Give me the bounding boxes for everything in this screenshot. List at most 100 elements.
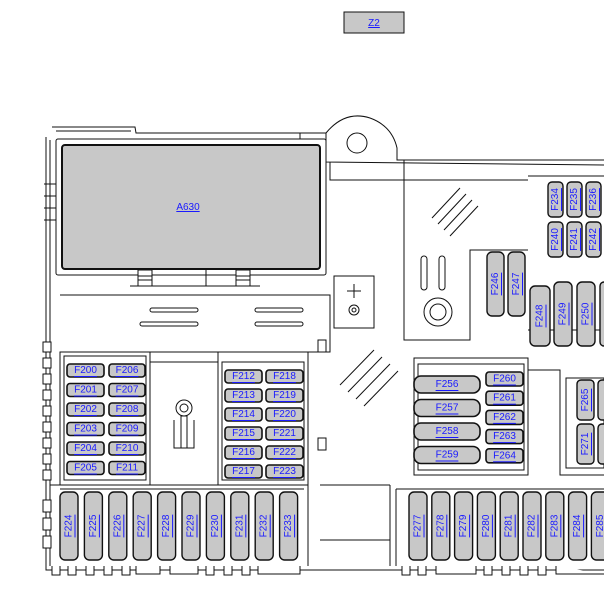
fuse-f280-label[interactable]: F280 [481, 514, 492, 537]
fuse-f211-body[interactable] [108, 460, 146, 476]
fuse-f279-body[interactable] [453, 491, 474, 561]
fuse-f236-body[interactable] [585, 181, 602, 218]
fuse-f246[interactable]: F246 [486, 251, 505, 317]
fuse-f225-label[interactable]: F225 [88, 514, 99, 537]
fuse-f249[interactable]: F249 [553, 281, 573, 347]
fuse-f256-label[interactable]: F256 [436, 379, 459, 390]
fuse-f214-body[interactable] [224, 407, 263, 422]
fuse-f285-label[interactable]: F285 [595, 514, 604, 537]
fuse-f235-label[interactable]: F235 [569, 188, 580, 211]
fuse-f256-body[interactable] [413, 375, 481, 394]
fuse-f234[interactable]: F234 [547, 181, 564, 218]
fuse-f231-body[interactable] [230, 491, 250, 561]
fuse-f277-body[interactable] [408, 491, 428, 561]
fuse-f230[interactable]: F230 [205, 491, 226, 561]
fuse-f258[interactable]: F258 [413, 422, 481, 441]
fuse-f284[interactable]: F284 [567, 491, 588, 561]
fuse-f215[interactable]: F215 [224, 426, 263, 441]
a630-label[interactable]: A630 [176, 202, 200, 213]
fuse-f227-label[interactable]: F227 [137, 514, 148, 537]
fuse-f223-body[interactable] [265, 464, 304, 479]
fuse-f205[interactable]: F205 [66, 460, 105, 476]
fuse-f203-body[interactable] [66, 421, 105, 437]
fuse-f258-body[interactable] [413, 422, 481, 441]
fuse-f233-body[interactable] [278, 491, 299, 561]
fuse-f246-label[interactable]: F246 [490, 272, 501, 295]
fuse-f234-body[interactable] [547, 181, 564, 218]
fuse-f284-label[interactable]: F284 [572, 514, 583, 537]
fuse-f250-label[interactable]: F250 [581, 302, 592, 325]
fuse-f241-label[interactable]: F241 [569, 228, 580, 251]
fuse-f209[interactable]: F209 [108, 421, 146, 437]
fuse-f257[interactable]: F257 [413, 398, 481, 418]
fuse-f279[interactable]: F279 [453, 491, 474, 561]
fuse-f242[interactable]: F242 [585, 221, 602, 258]
fuse-f207-label[interactable]: F207 [116, 385, 139, 396]
fuse-f282-body[interactable] [522, 491, 542, 561]
fuse-f257-label[interactable]: F257 [436, 403, 459, 414]
fuse-f224-label[interactable]: F224 [64, 514, 75, 537]
z2-label[interactable]: Z2 [368, 18, 380, 29]
fuse-f264[interactable]: F264 [485, 447, 524, 464]
fuse-f236[interactable]: F236 [585, 181, 602, 218]
fuse-f278-body[interactable] [431, 491, 451, 561]
fuse-f217-body[interactable] [224, 464, 263, 479]
fuse-f260-body[interactable] [485, 371, 524, 387]
fuse-f249-label[interactable]: F249 [558, 302, 569, 325]
fuse-f227[interactable]: F227 [132, 491, 152, 561]
fuse-f264-body[interactable] [485, 447, 524, 464]
fuse-f262-body[interactable] [485, 409, 524, 426]
fuse-f265-body[interactable] [576, 379, 595, 421]
fuse-f226-label[interactable]: F226 [112, 514, 123, 537]
fuse-f208-label[interactable]: F208 [116, 404, 139, 415]
fuse-f213-body[interactable] [224, 388, 263, 403]
fuse-f271-body[interactable] [576, 423, 595, 465]
fuse-f235[interactable]: F235 [566, 181, 583, 218]
fuse-f228-label[interactable]: F228 [161, 514, 172, 537]
fuse-f206-label[interactable]: F206 [116, 365, 139, 376]
fuse-f248-label[interactable]: F248 [535, 304, 546, 327]
fuse-f221-label[interactable]: F221 [273, 428, 296, 439]
fuse-f240[interactable]: F240 [547, 221, 564, 258]
fuse-f281[interactable]: F281 [499, 491, 519, 561]
fuse-f219[interactable]: F219 [265, 388, 304, 403]
fuse-f203[interactable]: F203 [66, 421, 105, 437]
fuse-f209-body[interactable] [108, 421, 146, 437]
fuse-f220-body[interactable] [265, 407, 304, 422]
fuse-f201-body[interactable] [66, 382, 105, 398]
fuse-f206-body[interactable] [108, 363, 146, 378]
fuse-f250[interactable]: F250 [576, 281, 596, 347]
fuse-f219-body[interactable] [265, 388, 304, 403]
fuse-f207[interactable]: F207 [108, 382, 146, 398]
fuse-f231-label[interactable]: F231 [234, 514, 245, 537]
fuse-f228[interactable]: F228 [156, 491, 177, 561]
fuse-f262-label[interactable]: F262 [493, 412, 516, 423]
fuse-f282-label[interactable]: F282 [527, 514, 538, 537]
fuse-f226-body[interactable] [108, 491, 128, 561]
fuse-f261[interactable]: F261 [485, 390, 524, 407]
fuse-f271-label[interactable]: F271 [580, 432, 591, 455]
fuse-f241[interactable]: F241 [566, 221, 583, 258]
fuse-f231[interactable]: F231 [230, 491, 250, 561]
fuse-f212-label[interactable]: F212 [232, 371, 255, 382]
fuse-f278-label[interactable]: F278 [435, 514, 446, 537]
fuse-f217-label[interactable]: F217 [232, 466, 255, 477]
fuse-f277-label[interactable]: F277 [413, 514, 424, 537]
fuse-f230-label[interactable]: F230 [210, 514, 221, 537]
fuse-f263[interactable]: F263 [485, 428, 524, 445]
fuse-f236-label[interactable]: F236 [588, 188, 599, 211]
fuse-f281-body[interactable] [499, 491, 519, 561]
fuse-f205-body[interactable] [66, 460, 105, 476]
fuse-f202-label[interactable]: F202 [74, 404, 97, 415]
fuse-f227-body[interactable] [132, 491, 152, 561]
fuse-f263-label[interactable]: F263 [493, 431, 516, 442]
fuse-f211-label[interactable]: F211 [116, 463, 138, 474]
fuse-f225[interactable]: F225 [83, 491, 104, 561]
fuse-f284-body[interactable] [567, 491, 588, 561]
fuse-f213[interactable]: F213 [224, 388, 263, 403]
fuse-f232[interactable]: F232 [254, 491, 274, 561]
fuse-f210[interactable]: F210 [108, 441, 146, 456]
fuse-f209-label[interactable]: F209 [116, 424, 139, 435]
fuse-f247-body[interactable] [507, 251, 526, 317]
fuse-f218[interactable]: F218 [265, 369, 304, 384]
